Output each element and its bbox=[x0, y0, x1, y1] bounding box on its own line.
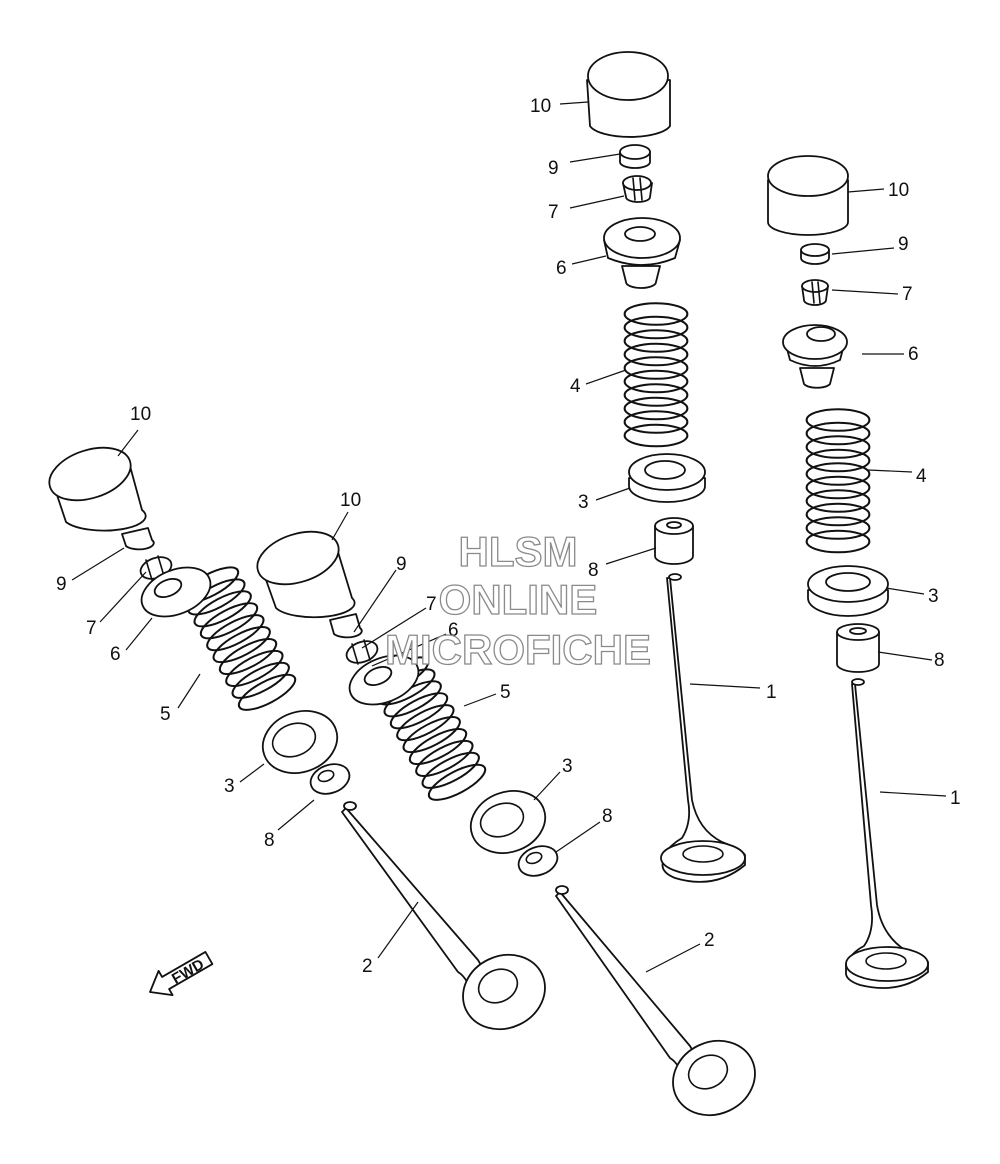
valve-cotter bbox=[622, 175, 653, 203]
callout-8: 8 bbox=[934, 650, 945, 671]
callout-3: 3 bbox=[578, 492, 589, 513]
callout-10: 10 bbox=[530, 96, 551, 117]
valve-stem-seal bbox=[517, 845, 559, 877]
callout-3: 3 bbox=[928, 586, 939, 607]
valve bbox=[845, 678, 929, 989]
callout-numbers: 10 9 7 6 4 3 8 1 10 9 7 6 4 3 8 1 10 9 7… bbox=[56, 96, 961, 977]
callout-9: 9 bbox=[396, 554, 407, 575]
valve-lifter bbox=[586, 51, 671, 138]
callout-5: 5 bbox=[500, 682, 511, 703]
callout-1: 1 bbox=[766, 682, 777, 703]
spring-retainer bbox=[140, 566, 212, 618]
callout-3: 3 bbox=[224, 776, 235, 797]
spring-seat bbox=[469, 790, 547, 854]
callout-2: 2 bbox=[362, 956, 373, 977]
callout-3: 3 bbox=[562, 756, 573, 777]
intake-valve-assembly-middle bbox=[586, 51, 746, 883]
intake-valve-assembly-right bbox=[767, 155, 929, 989]
spring-seat bbox=[628, 453, 706, 503]
callout-9: 9 bbox=[898, 234, 909, 255]
valve-lifter bbox=[256, 530, 356, 619]
valve bbox=[341, 801, 546, 1031]
callout-6: 6 bbox=[448, 620, 459, 641]
adjusting-pad bbox=[121, 527, 155, 551]
valve bbox=[555, 885, 756, 1117]
fwd-arrow-icon: FWD bbox=[149, 951, 214, 997]
callout-7: 7 bbox=[548, 202, 559, 223]
adjusting-pad bbox=[800, 243, 830, 265]
callout-8: 8 bbox=[264, 830, 275, 851]
callout-6: 6 bbox=[556, 258, 567, 279]
valve-cotter bbox=[801, 279, 829, 306]
callout-9: 9 bbox=[548, 158, 559, 179]
spring-retainer bbox=[782, 324, 848, 389]
exhaust-valve-assembly-left bbox=[48, 446, 546, 1031]
valve-lifter bbox=[48, 446, 147, 532]
callout-8: 8 bbox=[588, 560, 599, 581]
watermark-line-1: HLSM bbox=[459, 528, 578, 575]
leader-lines bbox=[71, 101, 947, 973]
callout-7: 7 bbox=[426, 594, 437, 615]
callout-1: 1 bbox=[950, 788, 961, 809]
adjusting-pad bbox=[329, 613, 363, 639]
valve-spring bbox=[623, 302, 689, 448]
valve bbox=[660, 573, 746, 883]
adjusting-pad bbox=[619, 144, 651, 169]
callout-10: 10 bbox=[340, 490, 361, 511]
valve-spring bbox=[805, 408, 871, 554]
spring-seat bbox=[807, 565, 889, 617]
valve-cotter bbox=[345, 639, 379, 665]
callout-8: 8 bbox=[602, 806, 613, 827]
watermark: HLSM ONLINE MICROFICHE bbox=[384, 527, 651, 673]
spring-retainer bbox=[603, 217, 681, 289]
spring-retainer bbox=[348, 654, 420, 706]
callout-2: 2 bbox=[704, 930, 715, 951]
callout-4: 4 bbox=[570, 376, 581, 397]
watermark-line-3: MICROFICHE bbox=[385, 626, 651, 673]
exhaust-valve-assembly-center bbox=[256, 530, 756, 1117]
callout-9: 9 bbox=[56, 574, 67, 595]
callout-4: 4 bbox=[916, 466, 927, 487]
spring-seat bbox=[261, 710, 339, 774]
callout-10: 10 bbox=[130, 404, 151, 425]
callout-5: 5 bbox=[160, 704, 171, 725]
valve-lifter bbox=[767, 155, 849, 236]
callout-6: 6 bbox=[908, 344, 919, 365]
callout-7: 7 bbox=[86, 618, 97, 639]
valve-stem-seal bbox=[836, 623, 880, 673]
valve-stem-seal bbox=[654, 517, 694, 565]
valve-stem-seal bbox=[309, 763, 351, 795]
callout-10: 10 bbox=[888, 180, 909, 201]
watermark-line-2: ONLINE bbox=[439, 576, 598, 623]
callout-7: 7 bbox=[902, 284, 913, 305]
callout-6: 6 bbox=[110, 644, 121, 665]
